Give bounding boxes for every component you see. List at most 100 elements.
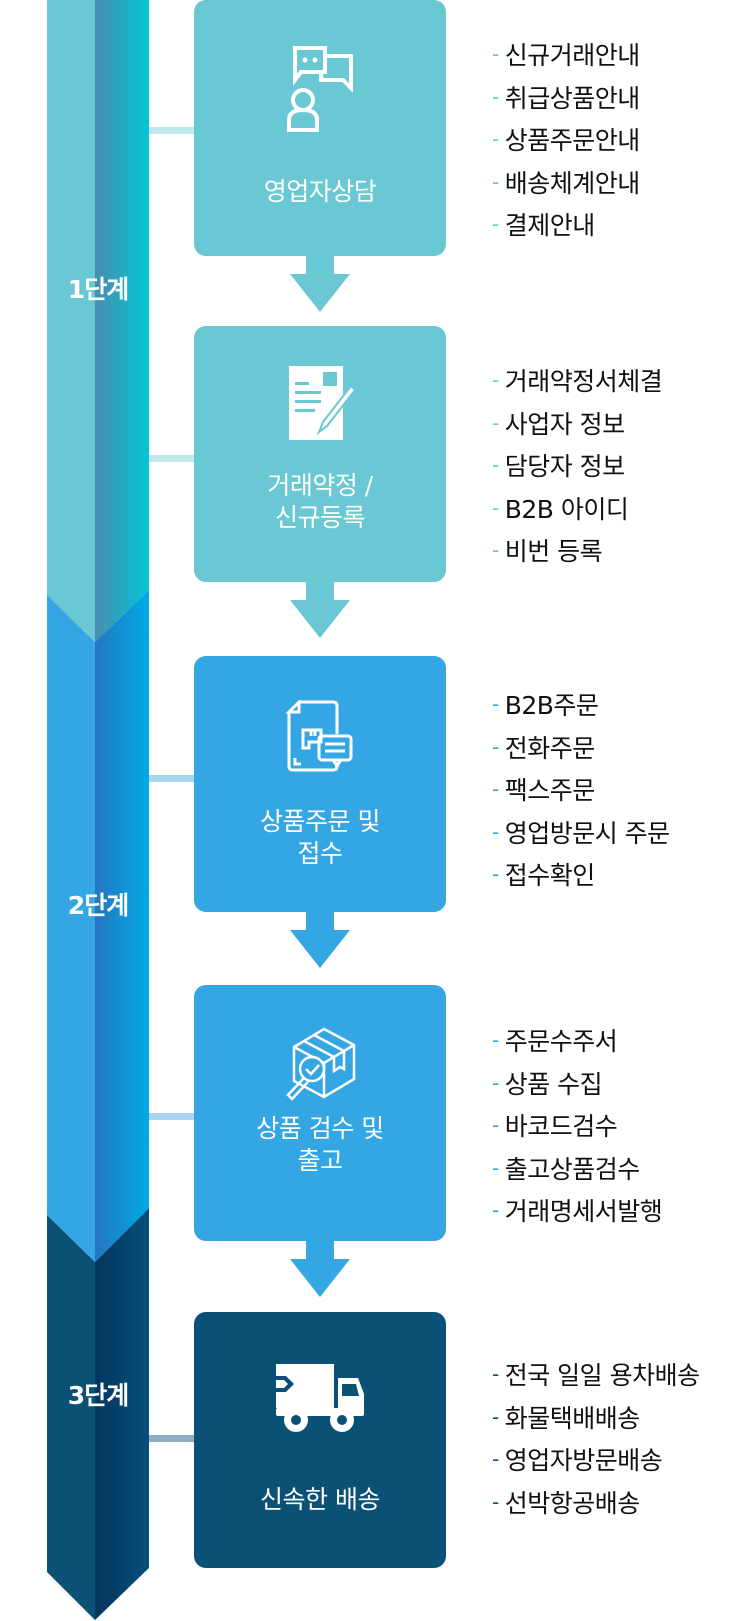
stage-1-band-left [47,0,95,642]
dash-bullet: - [492,495,499,520]
list-item: -거래약정서체결 [492,360,663,403]
order-document-message-icon [285,700,353,772]
list-item-text: B2B주문 [504,691,599,720]
list-item: -출고상품검수 [492,1148,662,1191]
stage-3-band-right [95,1208,149,1620]
list-item: -상품주문안내 [492,119,640,162]
dash-bullet: - [492,127,499,151]
list-item: -주문수주서 [492,1020,662,1063]
connector-line [149,1435,194,1442]
step-5-detail-list: -전국 일일 용차배송 -화물택배배송 -영업자방문배송 -선박항공배송 [492,1354,700,1524]
step-title-line: 신속한 배송 [260,1485,380,1514]
step-box-order-receipt: 상품주문 및 접수 [194,656,446,912]
step-1-detail-list: -신규거래안내 -취급상품안내 -상품주문안내 -배송체계안내 -결제안내 [492,34,640,247]
list-item-text: 신규거래안내 [504,41,641,70]
list-item: -비번 등록 [492,530,662,573]
list-item: -전화주문 [492,727,670,770]
stage-rail-graphic [47,0,149,1620]
list-item: -화물택배배송 [492,1397,700,1440]
list-item-text: B2B 아이디 [504,494,629,524]
list-item: -결제안내 [492,204,640,247]
list-item: -배송체계안내 [492,162,640,205]
list-item: -상품 수집 [492,1063,662,1106]
dash-bullet: - [492,538,499,562]
list-item-text: 영업자방문배송 [504,1446,663,1475]
list-item: -B2B 아이디 [492,488,662,531]
stage-2-band-left [47,595,95,1262]
dash-bullet: - [492,1070,499,1095]
stage-label-3: 3단계 [67,1381,129,1410]
delivery-truck-icon [276,1364,364,1432]
connector-line [149,1113,194,1120]
dash-bullet: - [492,84,499,109]
list-item-text: 거래명세서발행 [504,1197,663,1226]
connector-line [149,455,194,462]
list-item-text: 거래약정서체결 [504,367,663,396]
list-item-text: 비번 등록 [504,537,603,566]
stage-2-band-right [95,590,149,1262]
dash-bullet: - [492,777,499,801]
dash-bullet: - [492,212,499,236]
stage-label-2: 2단계 [67,891,129,920]
list-item: -사업자 정보 [492,403,662,446]
stage-rail [47,0,149,1621]
list-item-text: 사업자 정보 [504,409,625,439]
dash-bullet: - [492,169,499,194]
dash-bullet: - [492,1198,499,1222]
list-item-text: 전국 일일 용차배송 [504,1361,700,1390]
dash-bullet: - [492,1362,499,1386]
list-item-text: 취급상품안내 [504,83,641,113]
list-item-text: 전화주문 [504,733,596,763]
dash-bullet: - [492,819,499,844]
list-item-text: 출고상품검수 [504,1154,641,1184]
list-item: -선박항공배송 [492,1482,700,1525]
dash-bullet: - [492,1404,499,1429]
dash-bullet: - [492,42,499,66]
step-4-detail-list: -주문수주서 -상품 수집 -바코드검수 -출고상품검수 -거래명세서발행 [492,1020,663,1233]
dash-bullet: - [492,1113,499,1137]
dash-bullet: - [492,1028,499,1052]
step-title-line: 신규등록 [274,503,366,532]
step-title-line: 거래약정 / [267,471,373,500]
dash-bullet: - [492,692,499,716]
list-item: -팩스주문 [492,769,670,812]
step-title-line: 출고 [297,1146,343,1175]
list-item: -전국 일일 용차배송 [492,1354,700,1397]
down-arrow-icon [290,912,350,968]
step-title-line: 상품 검수 및 [256,1114,384,1143]
list-item-text: 영업방문시 주문 [504,818,670,848]
list-item-text: 결제안내 [504,211,596,240]
contract-document-pen-icon [289,366,355,440]
list-item: -바코드검수 [492,1105,662,1148]
list-item: -접수확인 [492,854,670,897]
dash-bullet: - [492,410,499,435]
step-box-inspection-shipping: 상품 검수 및 출고 [194,985,446,1241]
box-inspection-icon [286,1027,356,1101]
step-box-contract-registration: 거래약정 / 신규등록 [194,326,446,582]
step-3-detail-list: -B2B주문 -전화주문 -팩스주문 -영업방문시 주문 -접수확인 [492,684,670,897]
down-arrow-icon [290,256,350,312]
consultation-chat-icon [287,46,353,132]
dash-bullet: - [492,1447,499,1471]
list-item: -신규거래안내 [492,34,640,77]
down-arrow-icon [290,582,350,638]
connector-line [149,127,194,134]
list-item-text: 주문수주서 [504,1027,618,1056]
dash-bullet: - [492,368,499,392]
list-item-text: 화물택배배송 [504,1403,641,1433]
list-item: -거래명세서발행 [492,1190,663,1233]
connector-line [149,775,194,782]
list-item: -B2B주문 [492,684,670,727]
dash-bullet: - [492,1489,499,1514]
list-item-text: 팩스주문 [504,776,596,805]
step-title-line: 상품주문 및 [260,807,380,836]
list-item-text: 바코드검수 [504,1112,618,1141]
list-item-text: 접수확인 [504,861,596,890]
dash-bullet: - [492,1155,499,1180]
stage-3-band-left [47,1215,95,1620]
dash-bullet: - [492,862,499,886]
stage-label-1: 1단계 [67,275,129,304]
step-box-sales-consultation: 영업자상담 [194,0,446,256]
list-item-text: 선박항공배송 [504,1488,641,1518]
list-item: -영업방문시 주문 [492,812,670,855]
